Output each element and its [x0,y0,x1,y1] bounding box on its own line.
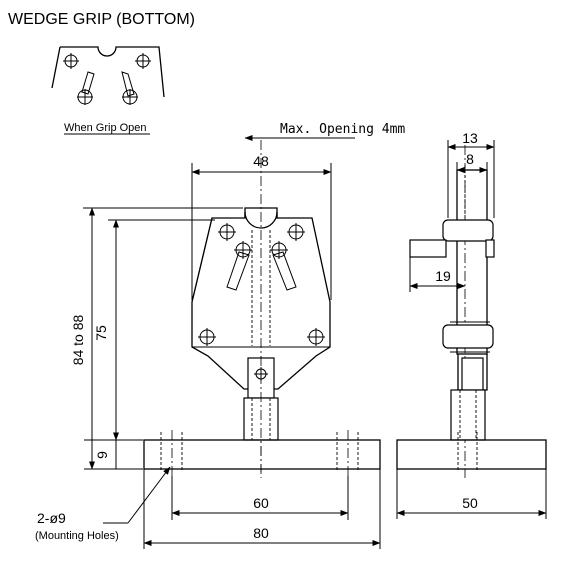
dim-60: 60 [253,495,269,511]
jaw-slot-left [226,241,252,291]
base-side [396,439,547,470]
inset-jaw-right [121,71,138,105]
dim-84-to-88: 84 to 88 [70,314,86,365]
max-opening-label: Max. Opening 4mm [280,122,405,137]
dim-48: 48 [253,153,269,169]
base-front [143,439,381,470]
specimen-notch [244,211,278,229]
dim-80: 80 [253,525,269,541]
mounting-hole-left [160,432,183,472]
side-jaw-knob [409,239,447,258]
inset-grip-open: When Grip Open [51,46,165,135]
mounting-hole-right [336,432,359,472]
dim-9: 9 [94,451,110,459]
dim-75: 75 [93,325,109,341]
inset-caption: When Grip Open [64,122,147,134]
inset-screw-left [63,53,79,69]
dim-19: 19 [435,268,451,284]
inset-screw-right [135,53,151,69]
side-screw-bottom [442,324,494,349]
side-shaft [450,389,486,441]
dim-8: 8 [466,151,474,167]
dimensions: Max. Opening 4mm 48 84 to 88 75 9 60 80 [35,122,547,549]
drawing-title: WEDGE GRIP (BOTTOM) [8,11,195,28]
side-screw-top [442,219,494,242]
screw-top-right [287,223,305,241]
screw-top-left [218,223,236,241]
screw-bottom-left [198,328,216,346]
front-view [143,140,381,478]
side-clevis [461,357,484,391]
dim-50: 50 [462,495,478,511]
holes-label: 2-ø9 [37,510,66,526]
side-view [396,145,547,478]
screw-bottom-right [307,328,325,346]
dim-13: 13 [462,130,478,146]
inset-jaw-left [77,71,95,105]
jaw-slot-right [270,241,297,291]
holes-note: (Mounting Holes) [35,530,119,542]
